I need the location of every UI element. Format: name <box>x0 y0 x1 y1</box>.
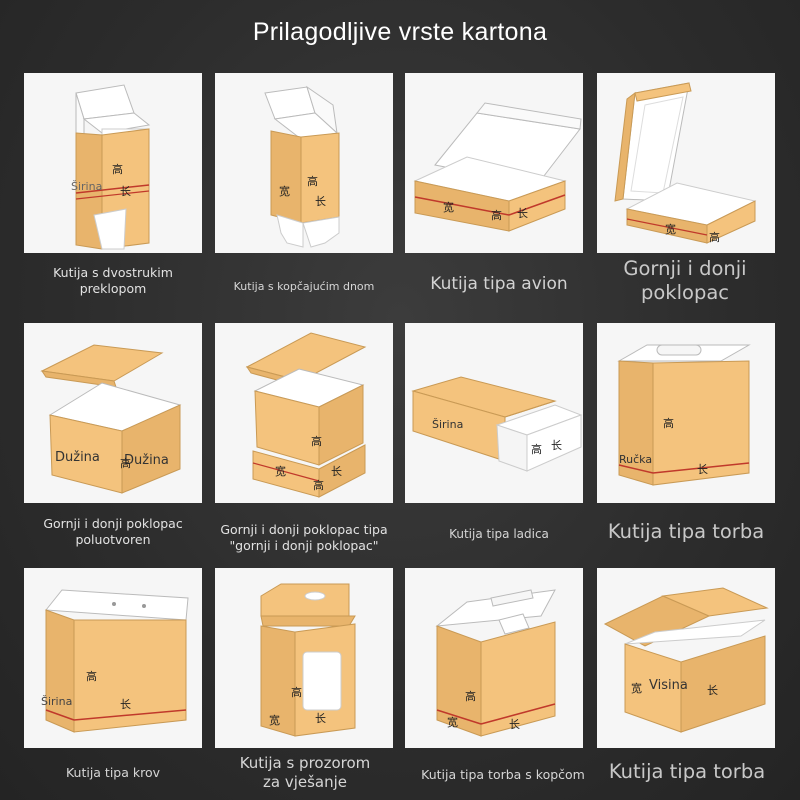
box-card-bag-buckle[interactable]: 高 宽 长 <box>405 568 583 748</box>
box-card-double-tuck[interactable]: Širina 高 长 <box>24 73 202 253</box>
box-8-hanzi-height: 高 <box>663 417 674 430</box>
box-card-bag-rsc[interactable]: Visina 宽 长 <box>597 568 775 748</box>
box-4-hanzi-height: 高 <box>709 231 720 244</box>
box-1-label-width: Širina <box>71 180 103 193</box>
box-9-caption: Kutija tipa krov <box>65 765 161 780</box>
box-3-caption: Kutija tipa avion <box>430 274 568 294</box>
box-10-caption: Kutija s prozorom za vješanje <box>239 754 371 791</box>
box-card-top-bottom-lid[interactable]: 宽 高 <box>597 73 775 253</box>
box-card-snap-bottom[interactable]: 高 宽 长 <box>215 73 393 253</box>
box-3-hanzi-height: 高 <box>491 209 502 222</box>
box-3-hanzi-length: 长 <box>517 207 528 220</box>
box-card-half-open-lid[interactable]: Dužina Dužina 高 <box>24 323 202 503</box>
box-3-hanzi-width: 宽 <box>443 201 454 214</box>
box-11-caption: Kutija tipa torba s kopčom <box>421 767 585 782</box>
box-6-hanzi-height: 高 <box>311 435 322 448</box>
box-5-label-length-left: Dužina <box>55 450 100 465</box>
box-7-hanzi-length: 长 <box>551 439 562 452</box>
box-10-hanzi-length: 长 <box>315 712 326 725</box>
box-1-caption: Kutija s dvostrukim preklopom <box>53 265 173 296</box>
page-title: Prilagodljive vrste kartona <box>252 18 548 46</box>
double-tuck-box-drawing <box>75 84 151 250</box>
box-4-hanzi-width: 宽 <box>665 223 676 236</box>
box-11-hanzi-width: 宽 <box>447 716 458 729</box>
box-1-hanzi-height: 高 <box>112 163 123 176</box>
window-hanging-box-drawing <box>260 583 356 737</box>
box-4-caption: Gornji i donji poklopac <box>623 257 747 305</box>
box-card-roof[interactable]: Širina 高 长 <box>24 568 202 748</box>
box-9-hanzi-length: 长 <box>120 698 131 711</box>
box-5-caption: Gornji i donji poklopac poluotvoren <box>43 516 183 547</box>
drawer-box-drawing <box>411 376 583 472</box>
roof-box-drawing <box>45 589 189 733</box>
box-5-label-length-right: Dužina <box>124 453 169 468</box>
box-11-hanzi-height: 高 <box>465 690 476 703</box>
box-12-caption: Kutija tipa torba <box>608 760 766 783</box>
box-8-label-handle: Ručka <box>619 453 653 466</box>
box-11-hanzi-length: 长 <box>509 718 520 731</box>
box-card-drawer[interactable]: Širina 高 长 <box>405 323 583 503</box>
box-12-label-height: Visina <box>649 678 688 693</box>
box-6-hanzi-height-lower: 高 <box>313 479 324 492</box>
half-open-lid-box-drawing <box>40 344 182 494</box>
box-7-caption: Kutija tipa ladica <box>449 527 549 541</box>
box-6-hanzi-width: 宽 <box>275 465 286 478</box>
bag-box-drawing <box>617 344 751 486</box>
box-6-caption: Gornji i donji poklopac tipa "gornji i d… <box>220 522 388 553</box>
top-bottom-lid-box-drawing <box>614 82 757 244</box>
bag-buckle-box-drawing <box>435 589 556 737</box>
box-12-hanzi-length: 长 <box>707 684 718 697</box>
box-2-hanzi-width: 宽 <box>279 185 290 198</box>
box-10-hanzi-height: 高 <box>291 686 302 699</box>
box-8-caption: Kutija tipa torba <box>607 520 765 543</box>
box-card-bag[interactable]: Ručka 高 长 <box>597 323 775 503</box>
box-2-caption: Kutija s kopčajućim dnom <box>233 280 375 293</box>
airplane-box-drawing <box>413 102 582 232</box>
box-5-hanzi-height: 高 <box>120 457 131 470</box>
box-6-hanzi-length: 长 <box>331 465 342 478</box>
box-2-hanzi-length: 长 <box>315 195 326 208</box>
lid-type-box-drawing <box>245 332 367 498</box>
snap-bottom-box-drawing <box>264 85 340 248</box>
box-12-hanzi-width: 宽 <box>631 682 642 695</box>
box-8-hanzi-length: 长 <box>697 463 708 476</box>
box-9-hanzi-height: 高 <box>86 670 97 683</box>
box-card-airplane[interactable]: 宽 高 长 <box>405 73 583 253</box>
box-2-hanzi-height: 高 <box>307 175 318 188</box>
box-7-label-width: Širina <box>432 418 464 431</box>
rsc-box-drawing <box>603 587 769 733</box>
box-9-label-width: Širina <box>41 695 73 708</box>
box-card-window-hanging[interactable]: 高 宽 长 <box>215 568 393 748</box>
box-10-hanzi-width: 宽 <box>269 714 280 727</box>
box-7-hanzi-height: 高 <box>531 443 542 456</box>
box-card-lid-type[interactable]: 高 宽 长 高 <box>215 323 393 503</box>
box-1-hanzi-length: 长 <box>120 185 131 198</box>
